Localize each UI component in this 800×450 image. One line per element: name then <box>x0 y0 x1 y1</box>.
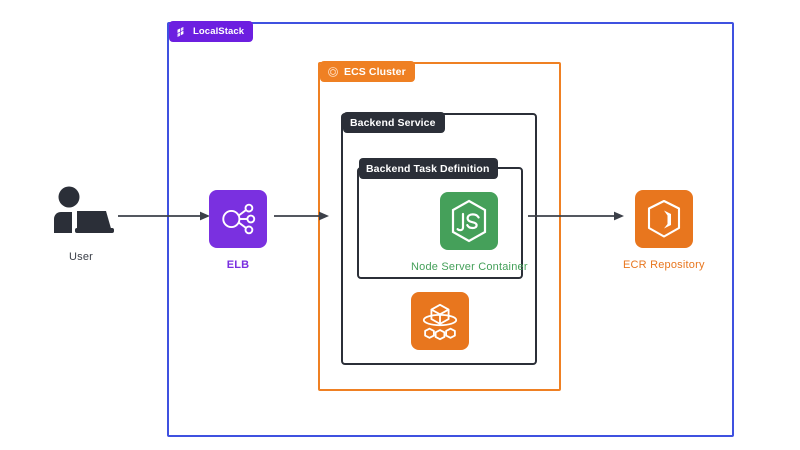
ecs-task-icon <box>411 292 469 350</box>
node-elb-label: ELB <box>226 259 250 271</box>
arrow-user-to-elb <box>118 211 210 221</box>
localstack-badge-label: LocalStack <box>193 26 245 37</box>
node-ecr-repository-label: ECR Repository <box>623 259 705 271</box>
backend-service-badge: Backend Service <box>343 112 445 133</box>
backend-task-definition-badge: Backend Task Definition <box>359 158 499 179</box>
user-at-laptop-icon <box>48 186 114 238</box>
nodejs-icon <box>440 192 499 250</box>
node-elb[interactable]: ELB <box>209 190 267 271</box>
arrow-elb-to-ecs-cluster <box>274 211 329 221</box>
ecs-cluster-badge-label: ECS Cluster <box>344 65 406 78</box>
node-ecr-repository[interactable]: ECR Repository <box>623 190 705 271</box>
node-node-server-container-label: Node Server Container <box>411 261 528 273</box>
localstack-icon <box>176 26 188 38</box>
ecr-repository-icon <box>634 190 693 248</box>
arrow-backend-service-to-ecr <box>528 211 624 221</box>
ecs-cluster-icon <box>327 66 339 78</box>
backend-task-definition-badge-label: Backend Task Definition <box>366 162 490 175</box>
ecs-cluster-boundary <box>318 62 561 391</box>
node-user[interactable]: User <box>48 186 114 263</box>
localstack-badge: LocalStack <box>169 21 254 42</box>
backend-service-badge-label: Backend Service <box>350 116 436 129</box>
localstack-boundary <box>167 22 734 437</box>
load-balancer-icon <box>209 190 267 248</box>
node-node-server-container[interactable]: Node Server Container <box>411 192 528 273</box>
node-ecs-task[interactable] <box>411 292 469 350</box>
ecs-cluster-badge: ECS Cluster <box>320 61 415 82</box>
node-user-label: User <box>68 251 94 263</box>
